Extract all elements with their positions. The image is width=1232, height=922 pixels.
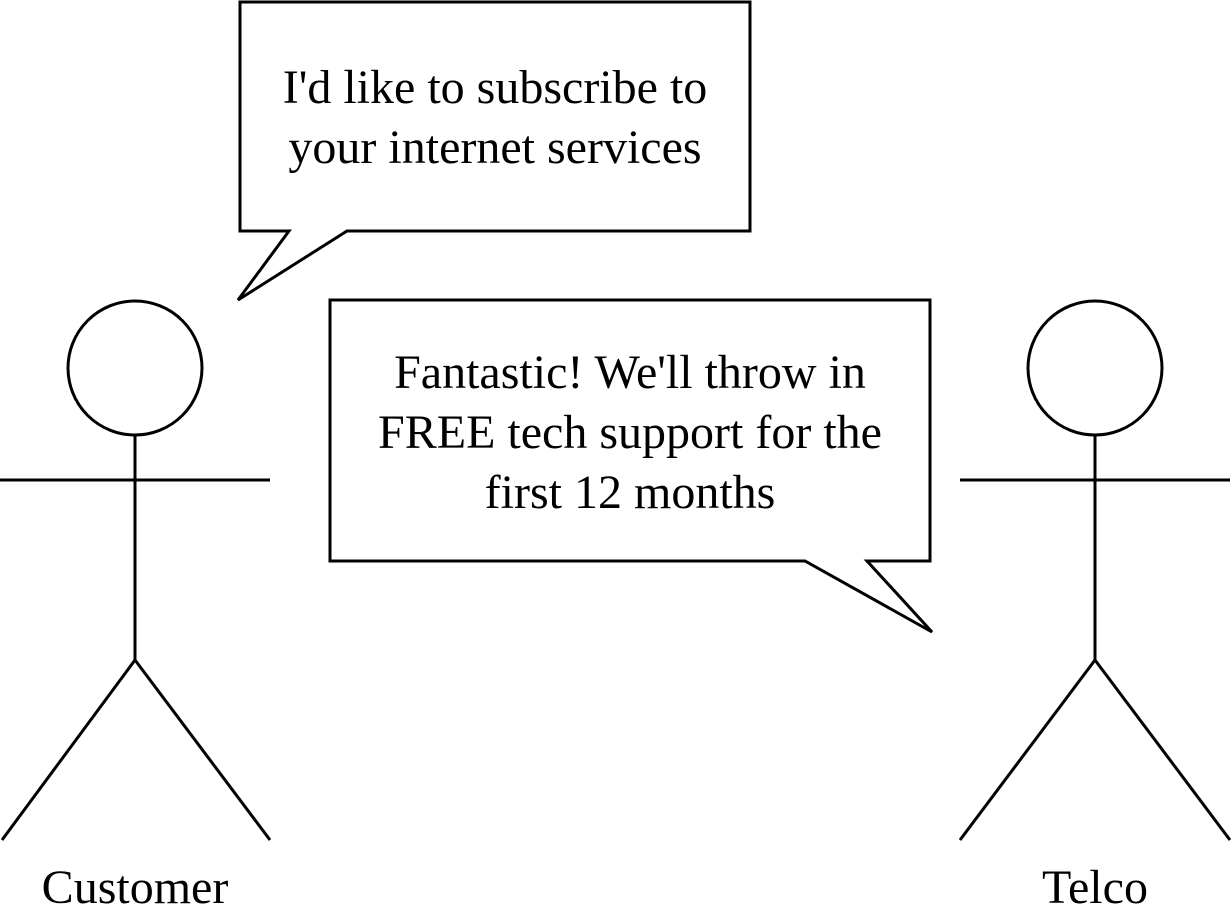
speech-bubble-customer-text: I'd like to subscribe to your internet s… xyxy=(240,58,750,178)
bubble-line: first 12 months xyxy=(484,466,776,519)
actor-customer-left-leg xyxy=(0,659,137,841)
actor-telco-right-leg xyxy=(1093,659,1232,841)
bubble-line: your internet services xyxy=(288,121,702,174)
actor-customer-right-leg xyxy=(133,659,272,841)
actor-customer-label: Customer xyxy=(41,861,229,914)
bubble-line: Fantastic! We'll throw in xyxy=(394,346,866,399)
speech-bubble-telco-text: Fantastic! We'll throw in FREE tech supp… xyxy=(330,343,930,523)
speech-bubble-customer xyxy=(236,0,752,302)
actor-telco-head xyxy=(1026,299,1164,437)
actor-telco-figure xyxy=(958,299,1232,841)
bubble-line: FREE tech support for the xyxy=(378,406,882,459)
actor-telco-left-leg xyxy=(958,659,1097,841)
bubble-line: I'd like to subscribe to xyxy=(282,61,708,114)
actor-customer-head xyxy=(66,299,204,437)
actor-customer-figure xyxy=(0,299,272,841)
speech-bubble-telco xyxy=(328,298,934,634)
actor-telco-label: Telco xyxy=(1042,861,1148,914)
